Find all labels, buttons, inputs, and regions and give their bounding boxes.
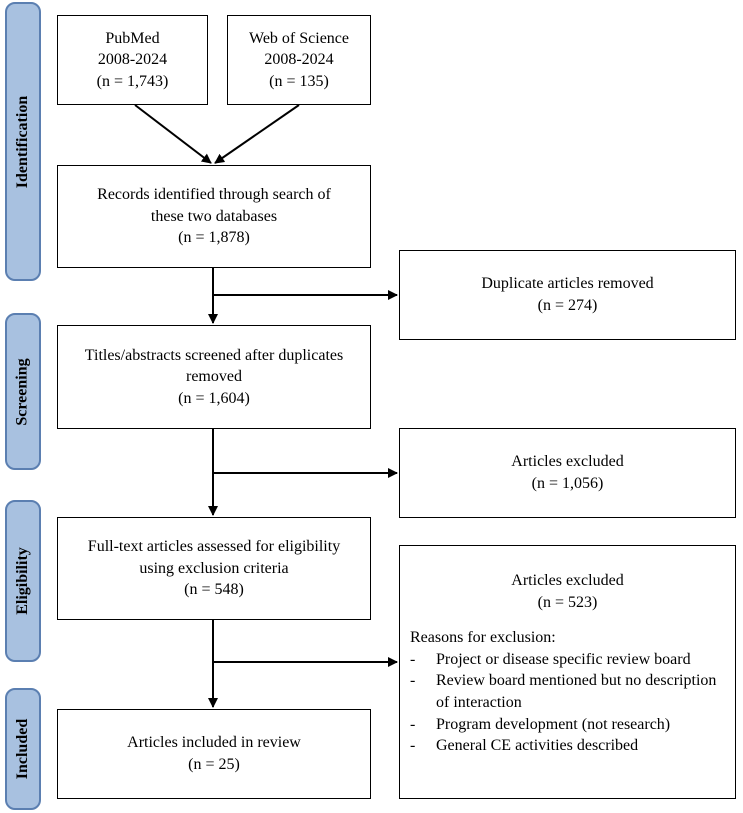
reason-bullet: - — [410, 737, 416, 755]
records-line2: these two databases — [150, 207, 278, 225]
reason-item: - General CE activities described — [410, 735, 725, 757]
titles-line2: removed — [186, 368, 242, 386]
titles-line1: Titles/abstracts screened after duplicat… — [84, 346, 344, 364]
reason-bullet: - — [410, 650, 416, 668]
reason-bullet: - — [410, 715, 416, 733]
phase-included-label: Included — [14, 718, 31, 780]
duplicates-label: Duplicate articles removed — [481, 275, 654, 293]
records-count: (n = 1,878) — [178, 229, 250, 247]
arrow-pubmed-to-records — [134, 104, 212, 164]
reason-text: Program development (not research) — [436, 715, 671, 733]
excluded-eligibility-label: Articles excluded — [511, 572, 624, 589]
duplicates-removed-box: Duplicate articles removed (n = 274) — [399, 250, 736, 340]
excluded-eligibility-count: (n = 523) — [537, 593, 598, 611]
reason-bullet: - — [410, 672, 416, 690]
reason-item: - Program development (not research) — [410, 714, 725, 736]
phase-identification-label: Identification — [14, 95, 32, 188]
arrow-wos-to-records — [214, 104, 300, 164]
titles-screened-box: Titles/abstracts screened after duplicat… — [57, 325, 371, 429]
full-text-count: (n = 548) — [184, 581, 244, 599]
reasons-title: Reasons for exclusion: — [410, 629, 556, 647]
phase-identification: Identification — [5, 2, 41, 281]
reason-item: - Project or disease specific review boa… — [410, 649, 725, 671]
reason-text: Project or disease specific review board — [436, 650, 691, 668]
included-box: Articles included in review (n = 25) — [57, 709, 371, 799]
phase-screening-label: Screening — [14, 357, 32, 426]
duplicates-count: (n = 274) — [537, 297, 598, 314]
excluded-eligibility-box: Articles excluded (n = 523) Reasons for … — [399, 545, 736, 799]
records-identified-box: Records identified through search of the… — [57, 165, 371, 268]
phase-eligibility: Eligibility — [5, 500, 41, 662]
wos-years: 2008-2024 — [264, 51, 334, 69]
web-of-science-box: Web of Science 2008-2024 (n = 135) — [227, 15, 371, 105]
excluded-screening-count: (n = 1,056) — [531, 475, 604, 492]
included-label: Articles included in review — [127, 734, 301, 752]
included-count: (n = 25) — [188, 756, 240, 773]
full-text-line1: Full-text articles assessed for eligibil… — [87, 538, 341, 556]
phase-included: Included — [5, 688, 41, 810]
titles-count: (n = 1,604) — [178, 389, 250, 407]
reasons-list: - Project or disease specific review boa… — [410, 649, 725, 757]
excluded-screening-box: Articles excluded (n = 1,056) — [399, 428, 736, 518]
pubmed-years: 2008-2024 — [97, 51, 168, 69]
reason-item: - Review board mentioned but no descript… — [410, 670, 725, 713]
reason-text: Review board mentioned but no descriptio… — [436, 672, 717, 711]
wos-count: (n = 135) — [269, 72, 329, 90]
full-text-line2: using exclusion criteria — [139, 559, 289, 577]
reason-text: General CE activities described — [436, 737, 639, 755]
phase-eligibility-label: Eligibility — [14, 547, 32, 615]
pubmed-count: (n = 1,743) — [96, 72, 169, 90]
records-line1: Records identified through search of — [97, 186, 331, 204]
wos-name: Web of Science — [249, 29, 349, 47]
excluded-screening-label: Articles excluded — [511, 453, 624, 471]
phase-screening: Screening — [5, 313, 41, 470]
pubmed-name: PubMed — [105, 29, 160, 47]
full-text-box: Full-text articles assessed for eligibil… — [57, 517, 371, 620]
pubmed-box: PubMed 2008-2024 (n = 1,743) — [57, 15, 208, 105]
